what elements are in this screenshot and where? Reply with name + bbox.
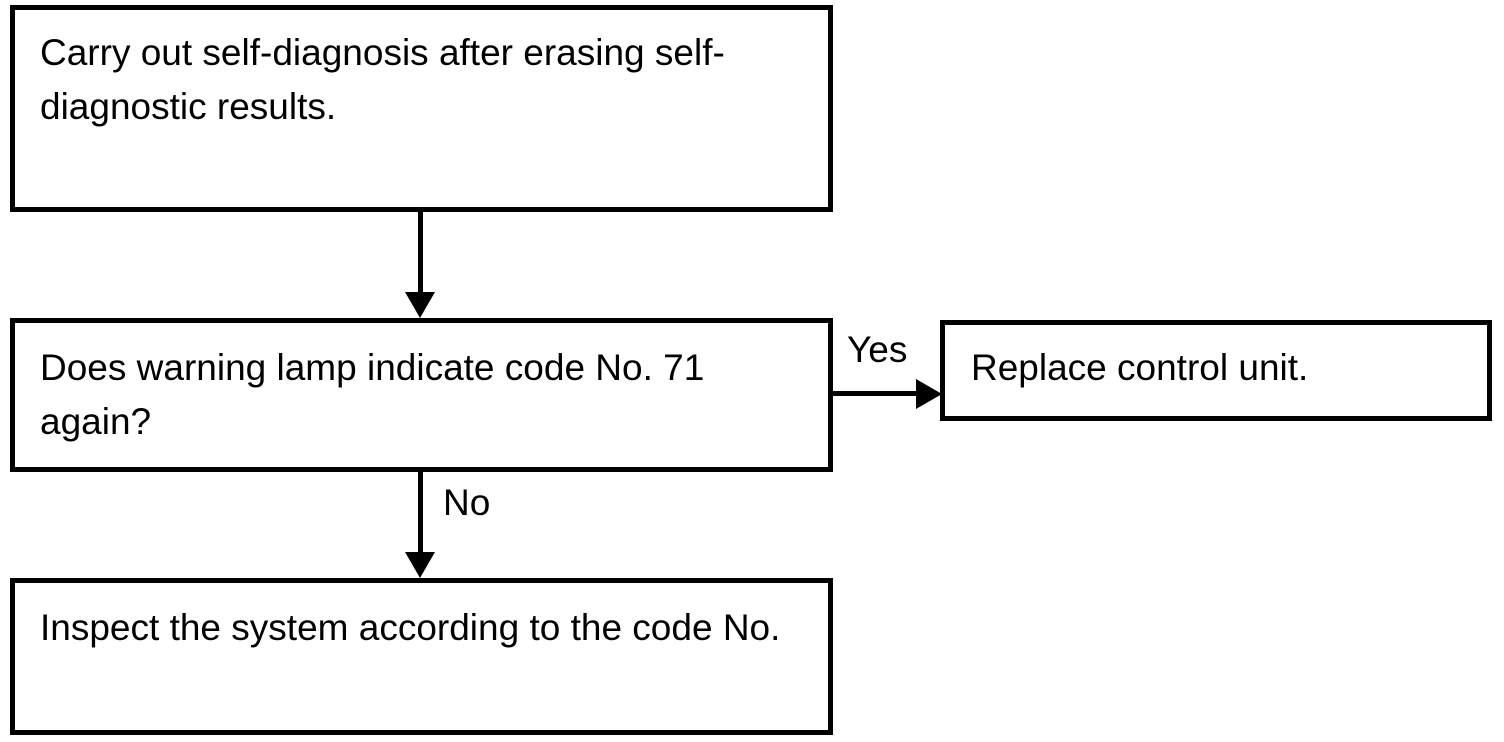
edge-erase-to-decision-arrowhead [405, 292, 435, 318]
node-decision-code-71[interactable]: Does warning lamp indicate code No. 71 a… [10, 318, 833, 472]
edge-decision-no-line [418, 472, 423, 560]
node-action-replace-control-unit-label: Replace control unit. [971, 347, 1309, 388]
node-action-inspect-system-label: Inspect the system according to the code… [40, 607, 781, 648]
edge-decision-yes-line [833, 391, 923, 396]
edge-decision-no-arrowhead [405, 552, 435, 578]
node-action-replace-control-unit[interactable]: Replace control unit. [940, 320, 1492, 421]
edge-erase-to-decision-line [418, 212, 423, 298]
edge-label-yes: Yes [847, 329, 908, 370]
edge-label-no: No [443, 482, 491, 523]
edge-decision-yes-arrowhead [916, 379, 942, 409]
node-decision-code-71-label: Does warning lamp indicate code No. 71 a… [40, 347, 715, 442]
node-action-inspect-system[interactable]: Inspect the system according to the code… [10, 578, 833, 735]
node-step-erase-label: Carry out self-diagnosis after erasing s… [40, 32, 725, 127]
node-step-erase[interactable]: Carry out self-diagnosis after erasing s… [10, 5, 833, 212]
